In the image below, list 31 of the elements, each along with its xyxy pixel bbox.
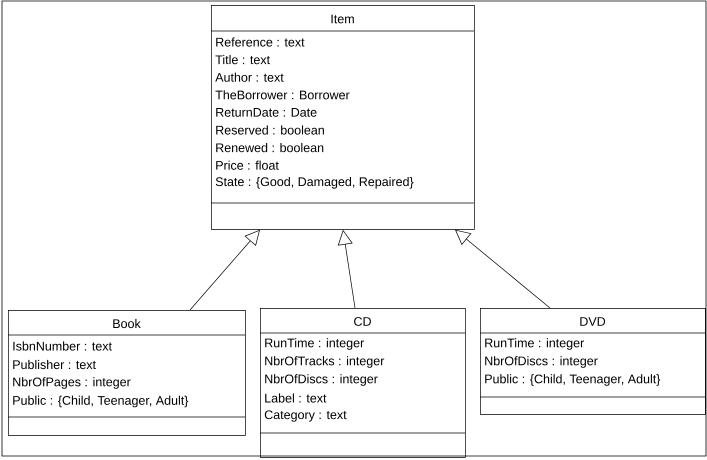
class-name: CD xyxy=(354,317,371,326)
attribute-text: Public : {Child, Teenager, Adult} xyxy=(13,396,188,408)
attribute-text: Publisher : text xyxy=(13,360,96,370)
attribute-text: Author : text xyxy=(215,72,284,82)
attribute-text: IsbnNumber : text xyxy=(13,341,112,351)
attribute-text: Reference : text xyxy=(216,37,304,47)
attribute-text: NbrOfDiscs : integer xyxy=(265,374,378,386)
attribute-text: Reserved : boolean xyxy=(216,125,324,135)
class-name: DVD xyxy=(580,317,606,326)
class-name: Book xyxy=(113,318,141,328)
attribute-text: State : {Good, Damaged, Repaired} xyxy=(216,176,414,189)
class-box xyxy=(480,308,706,415)
attribute-text: NbrOfPages : integer xyxy=(13,377,131,389)
class-name: Item xyxy=(332,14,354,24)
attribute-text: TheBorrower : Borrower xyxy=(216,90,350,100)
attribute-text: Title : text xyxy=(216,55,270,64)
generalization-arrow xyxy=(190,230,260,310)
attribute-text: RunTime : integer xyxy=(485,338,584,350)
generalization-arrow xyxy=(455,230,550,308)
attribute-text: Renewed : boolean xyxy=(216,143,324,152)
class-box xyxy=(8,310,246,436)
class-box xyxy=(210,5,475,230)
class-box xyxy=(260,308,466,458)
attribute-text: NbrOfDiscs : integer xyxy=(485,356,598,368)
attribute-text: Category : text xyxy=(264,410,347,422)
attribute-text: Price : float xyxy=(216,160,279,170)
attribute-text: Label : text xyxy=(265,393,326,403)
attribute-text: NbrOfTracks : integer xyxy=(265,356,384,368)
attribute-text: RunTime : integer xyxy=(265,338,364,350)
attribute-text: ReturnDate : Date xyxy=(216,108,317,117)
attribute-text: Public : {Child, Teenager, Adult} xyxy=(485,374,660,386)
